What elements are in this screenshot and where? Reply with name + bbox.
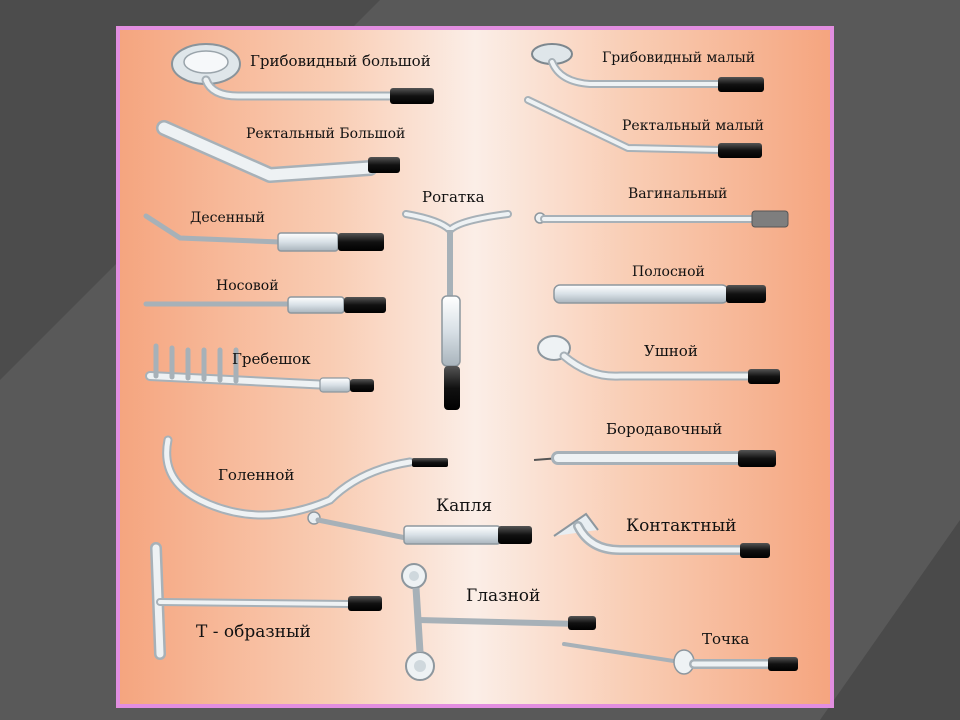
- point-electrode: [562, 642, 798, 675]
- comb-electrode: [145, 343, 374, 393]
- vaginal-electrode: [534, 210, 789, 228]
- label-rectal-small: Ректальный малый: [622, 118, 764, 134]
- label-comb: Гребешок: [232, 350, 311, 368]
- drop-electrode: [307, 511, 532, 545]
- gum-electrode: [143, 213, 384, 252]
- rectal-large-electrode: [156, 120, 400, 183]
- label-gum: Десенный: [190, 210, 265, 226]
- label-wart: Бородавочный: [606, 420, 723, 438]
- mushroom-small-electrode: [531, 43, 764, 92]
- contact-electrode: [553, 512, 770, 558]
- ear-electrode: [537, 335, 780, 384]
- label-rectal-large: Ректальный Большой: [246, 126, 406, 142]
- label-t-shaped: Т - образный: [196, 622, 311, 642]
- mushroom-large-electrode: [171, 43, 434, 104]
- rectal-small-electrode: [524, 96, 762, 158]
- label-contact: Контактный: [626, 516, 737, 536]
- t-shaped-electrode: [150, 542, 382, 660]
- label-vaginal: Вагинальный: [628, 186, 728, 202]
- label-eye: Глазной: [466, 586, 541, 606]
- electrode-poster: Грибовидный большой Ректальный Большой Д…: [116, 26, 834, 708]
- label-shin: Голенной: [218, 466, 295, 484]
- electrode-illustrations: [143, 43, 798, 681]
- cavity-electrode: [553, 284, 766, 304]
- label-cavity: Полосной: [632, 264, 705, 280]
- slingshot-electrode: [402, 210, 512, 410]
- eye-electrode: [401, 563, 596, 681]
- shin-electrode: [162, 435, 448, 520]
- label-nasal: Носовой: [216, 278, 279, 294]
- nasal-electrode: [143, 296, 386, 314]
- label-ear: Ушной: [644, 342, 698, 360]
- wart-electrode: [533, 450, 776, 467]
- label-mushroom-large: Грибовидный большой: [250, 52, 431, 70]
- label-drop: Капля: [436, 496, 493, 516]
- label-point: Точка: [702, 630, 750, 648]
- label-mushroom-small: Грибовидный малый: [602, 50, 756, 66]
- label-slingshot: Рогатка: [422, 188, 485, 206]
- background-shape: [820, 520, 960, 720]
